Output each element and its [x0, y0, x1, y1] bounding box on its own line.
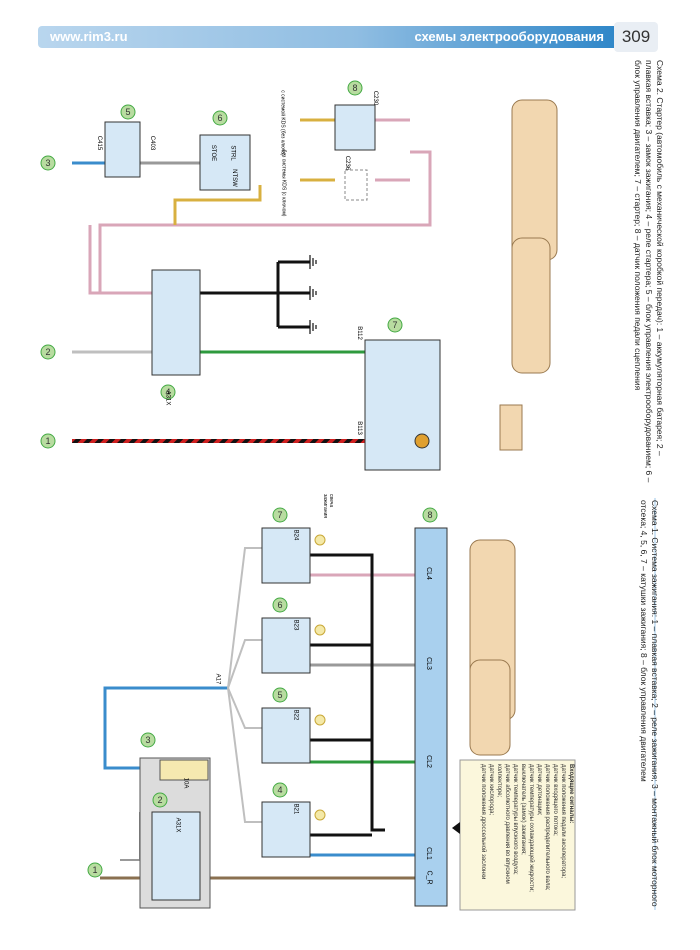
- kds-without: без системы KDS (с ключом): [280, 149, 287, 217]
- signal-item: выключатель (замок) зажигания;: [520, 764, 526, 855]
- input-signals-heading: Входящие сигналы:: [568, 764, 574, 824]
- starter-7: [364, 339, 441, 471]
- coil-conn-label: B23: [292, 619, 299, 631]
- clutch-switch-8: [334, 104, 376, 151]
- ecu-pin-label: C_R: [425, 870, 433, 885]
- signal-item: датчик положения педали акселератора;: [560, 764, 566, 879]
- conn-label: C230: [372, 90, 379, 106]
- conn-label: C236: [344, 155, 351, 171]
- coil-conn-label: B22: [292, 709, 299, 721]
- conn-b26-s2: [511, 237, 551, 374]
- section-title: схемы электрооборудования: [414, 29, 604, 44]
- caption-scheme1-text: Схема 1. Система зажигания: 1 – плавкая …: [639, 500, 660, 907]
- signal-item: датчик кислорода;: [488, 764, 494, 816]
- signal-item: датчик детонации;: [536, 764, 542, 816]
- relay-name: A31X: [164, 390, 171, 406]
- svg-text:5: 5: [125, 107, 130, 117]
- caption-scheme2-text: Схема 2. Стартер (автомобиль с механичес…: [633, 60, 665, 483]
- site-url[interactable]: www.rim3.ru: [50, 29, 128, 44]
- coil-5: [261, 707, 311, 764]
- svg-text:4: 4: [165, 387, 170, 397]
- scheme2-components: [104, 104, 441, 471]
- ecu-pin-label: CL4: [424, 567, 432, 580]
- conn-label: C403: [149, 135, 156, 151]
- svg-text:8: 8: [427, 510, 432, 520]
- header-bar: [38, 26, 618, 48]
- module-5: [104, 121, 141, 178]
- svg-text:4: 4: [277, 785, 282, 795]
- coil-conn-label: B21: [292, 803, 299, 815]
- ignition-relay-2: [151, 811, 201, 901]
- signal-item: датчик положения дроссельной заслонки: [480, 764, 486, 880]
- fuse-rating: 10A: [182, 777, 189, 789]
- svg-text:1: 1: [92, 865, 97, 875]
- starter-relay-4: [151, 269, 201, 376]
- svg-text:8: 8: [352, 83, 357, 93]
- ecu-pin-label: CL3: [424, 657, 432, 670]
- blue-feed-wire: [103, 686, 228, 770]
- pink-control-wire: [98, 150, 432, 295]
- scheme1-callouts: 1 3 2 7 6 5 4 8: [87, 507, 438, 878]
- svg-text:2: 2: [157, 795, 162, 805]
- svg-text:1: 1: [45, 436, 50, 446]
- scheme2-callouts: 3 2 1 5 6 8 4 7: [40, 80, 403, 449]
- ecu-pin-label: CL1: [424, 847, 432, 860]
- signal-item: датчик абсолютного давления во впускном …: [496, 764, 510, 884]
- signal-item: датчик входящего потока;: [552, 764, 558, 836]
- svg-text:7: 7: [392, 320, 397, 330]
- coil-7: [261, 527, 311, 584]
- starter-pin: B112: [355, 326, 362, 340]
- signal-item: датчик температуры охлаждающей жидкости;: [528, 764, 534, 892]
- svg-text:3: 3: [45, 158, 50, 168]
- input-signals-list: Входящие сигналы: датчик положения педал…: [479, 764, 575, 906]
- ecu-pin: STOE: [210, 144, 217, 162]
- ecu-pin: STRL: [229, 145, 236, 161]
- fuse-21: [159, 759, 209, 781]
- signal-item: датчик температуры впускного воздуха;: [512, 764, 518, 875]
- kds-with: с системой KDS (без ключа): [279, 90, 286, 156]
- connector-drawings: [469, 99, 558, 756]
- coil-6: [261, 617, 311, 674]
- conn-a17-s2: [499, 404, 523, 451]
- svg-text:2: 2: [45, 347, 50, 357]
- caption-scheme1: Схема 1. Система зажигания: 1 – плавкая …: [638, 500, 660, 930]
- spark-plug-label: свеча зажигания: [321, 494, 334, 518]
- page-header: www.rim3.ru схемы электрооборудования 30…: [38, 22, 658, 52]
- svg-text:6: 6: [277, 600, 282, 610]
- conn-label: C415: [96, 135, 103, 151]
- ecu-pin: NTSW: [230, 169, 237, 187]
- coil-4: [261, 801, 311, 858]
- svg-text:7: 7: [277, 510, 282, 520]
- svg-text:6: 6: [217, 113, 222, 123]
- svg-text:5: 5: [277, 690, 282, 700]
- caption-scheme2: Схема 2. Стартер (автомобиль с механичес…: [632, 60, 665, 490]
- yellow-wire: [173, 185, 262, 225]
- ecu-pin-label: CL2: [424, 755, 432, 768]
- svg-text:3: 3: [145, 735, 150, 745]
- scheme1-components: [139, 527, 576, 911]
- page-number: 309: [614, 22, 658, 52]
- scheme1-wires: [100, 547, 415, 880]
- splice-label: A17: [214, 673, 221, 685]
- scheme2-wires: [72, 118, 432, 443]
- starter-pin: B113: [355, 421, 362, 435]
- conn-b27-s2: [511, 99, 558, 261]
- ecu-6: [199, 134, 251, 191]
- coil-conn-label: B24: [292, 529, 299, 541]
- conn-b27-s1: [469, 659, 511, 756]
- signal-item: датчик положения распределительного вала…: [544, 764, 550, 891]
- relay-name: A31X: [174, 817, 181, 833]
- input-signals-box: [459, 759, 576, 911]
- ecu-8: [414, 527, 448, 907]
